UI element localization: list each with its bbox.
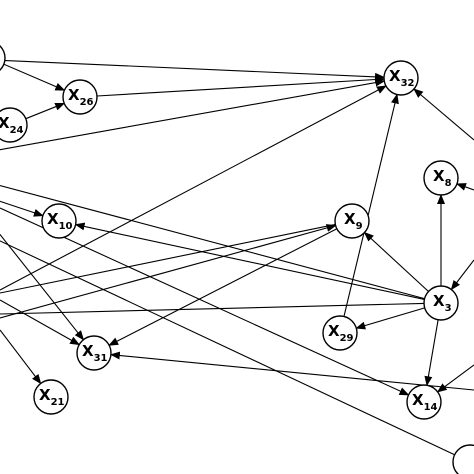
node-label-base: X [344,210,356,228]
node-x32: X32 [383,60,419,96]
node-label-subscript: 21 [51,397,65,408]
node-x14: X14 [406,384,442,420]
node-x9: X9 [334,203,370,239]
node-label-subscript: 29 [340,333,354,344]
node-label: X21 [39,386,65,408]
node-x24: X24 [0,107,28,143]
node-circle [0,107,28,143]
node-circle [62,79,98,115]
edge-edge-left-7-to-x9 [0,224,337,319]
node-label: X10 [47,210,73,232]
node-x29: X29 [322,315,358,351]
node-label-base: X [0,114,10,132]
node-x26: X26 [62,79,98,115]
edge-x3-to-x9 [363,231,429,292]
edge-x3-to-x10 [74,222,425,300]
node-circle [423,160,459,196]
node-label: X3 [433,292,452,314]
edge-x3-to-x29 [355,307,425,330]
edge-edge-left-9-to-x21 [0,329,42,385]
edge-edge-left-12-to-x10 [0,200,44,217]
node-circle [33,379,69,415]
node-circle [334,203,370,239]
node-label-subscript: 32 [401,78,415,89]
node-label: X24 [0,114,24,136]
edge-edge-right-1-to-x31 [109,351,474,391]
node-label-base: X [412,391,424,409]
node-label-base: X [328,322,340,340]
edge-x9-to-x31 [108,228,338,346]
node-label-subscript: 31 [94,353,108,364]
edge-edge-left-3-to-x32 [0,85,387,291]
edge-edge-left-11-to-x14 [0,207,410,396]
node-label-base: X [68,86,80,104]
edge-edge-right-2-to-x14 [436,364,474,393]
node-circle [41,203,77,239]
node-circle [423,285,459,321]
node-label-subscript: 24 [10,125,24,136]
edge-x26-to-x32 [96,75,386,97]
node-label: X9 [344,210,363,232]
node-label: X31 [82,342,108,364]
edge-edge-left-13-to-edge-bottom-right [0,240,471,463]
edge-edge-left-10-to-x31 [0,233,85,341]
node-x10: X10 [41,203,77,239]
node-label-base: X [389,67,401,85]
edge-edge-left-8-to-x31 [0,299,81,346]
node-label-subscript: 8 [445,178,452,189]
node-label-subscript: 9 [356,221,363,232]
node-x31: X31 [76,335,112,371]
node-partial-top-left [0,44,6,72]
node-label-subscript: 14 [424,402,438,413]
node-label: X26 [68,86,94,108]
node-circle [383,60,419,96]
node-label-subscript: 3 [445,303,452,314]
edge-edge-top-left-1-to-x26 [0,61,66,91]
edge-edge-right-4-to-x32 [413,88,474,141]
node-circle [76,335,112,371]
edge-x3-to-edge-left-6 [0,302,425,315]
node-label-base: X [39,386,51,404]
node-circle [406,384,442,420]
node-label: X32 [389,67,415,89]
edge-edge-right-3-to-x8 [456,183,474,191]
node-label-base: X [82,342,94,360]
node-label-base: X [433,167,445,185]
edge-edge-left-2-to-x32 [0,78,386,151]
node-label-base: X [433,292,445,310]
node-label-subscript: 10 [59,221,73,232]
node-partial-bottom-right [452,444,474,474]
edge-x24-to-x26 [25,102,66,120]
node-label: X14 [412,391,438,413]
edge-edge-right-5-to-x3 [450,259,474,291]
node-x8: X8 [423,160,459,196]
edge-x3-to-edge-left-5 [0,184,425,300]
edge-x9-to-edge-left-4 [0,223,336,294]
edge-edge-top-left-1-to-x32 [0,59,386,81]
node-label-base: X [47,210,59,228]
node-x3: X3 [423,285,459,321]
node-circle [322,315,358,351]
node-x21: X21 [33,379,69,415]
edge-x3-to-x14 [424,319,439,387]
node-label: X29 [328,322,354,344]
node-label: X8 [433,167,452,189]
node-label-subscript: 26 [80,97,94,108]
edges-layer [0,59,474,463]
